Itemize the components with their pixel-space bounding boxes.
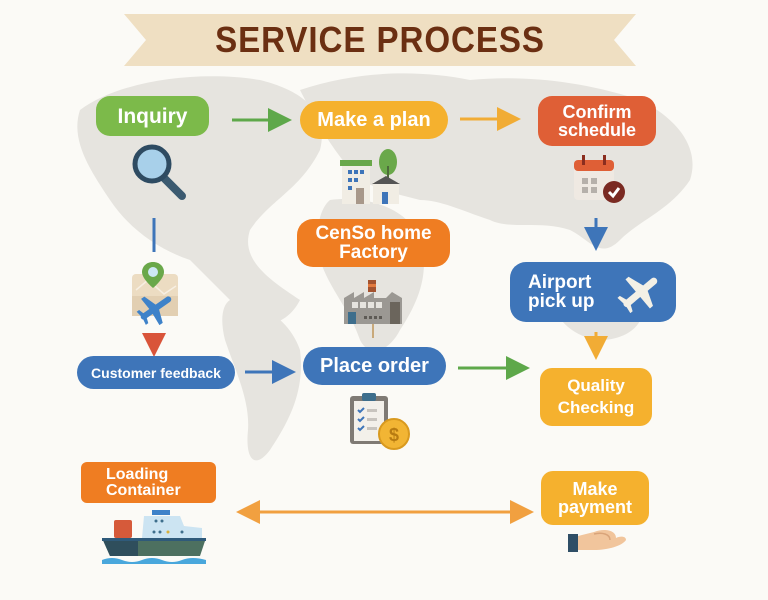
step-payment-label: Make payment	[557, 479, 633, 517]
step-airport-label: Airport pick up	[528, 272, 595, 312]
step-customer-feedback: Customer feedback	[77, 356, 235, 389]
step-confirm-schedule-label: Confirm schedule	[557, 102, 637, 140]
step-loading-label: Loading Container	[106, 465, 181, 499]
step-make-plan: Make a plan	[300, 101, 448, 139]
step-factory-label: CenSo home Factory	[315, 223, 432, 263]
factory-icon	[344, 280, 402, 338]
airplane-icon	[617, 276, 658, 313]
step-confirm-schedule: Confirm schedule	[538, 96, 656, 146]
building-icon	[340, 149, 400, 204]
step-inquiry: Inquiry	[96, 96, 209, 136]
step-airport-pickup: Airport pick up	[510, 262, 676, 322]
hand-icon	[568, 530, 626, 552]
calendar-check-icon	[574, 155, 625, 203]
map-pin-plane-icon	[132, 262, 178, 326]
svg-text:$: $	[389, 425, 399, 445]
step-customer-feedback-label: Customer feedback	[91, 364, 221, 381]
clipboard-dollar-icon: $	[350, 393, 410, 450]
step-make-payment: Make payment	[541, 471, 649, 525]
ship-icon	[102, 510, 206, 564]
step-make-plan-label: Make a plan	[317, 109, 431, 131]
step-loading-container: Loading Container	[81, 462, 216, 503]
page-title: SERVICE PROCESS	[215, 19, 545, 60]
step-factory: CenSo home Factory	[297, 219, 450, 267]
step-quality-label: Quality Checking	[557, 375, 635, 417]
title-banner	[124, 14, 636, 66]
step-place-order: Place order	[303, 347, 446, 385]
step-place-order-label: Place order	[320, 355, 429, 377]
magnifier-icon	[132, 144, 186, 200]
step-quality-checking: Quality Checking	[540, 368, 652, 426]
step-inquiry-label: Inquiry	[117, 104, 188, 128]
